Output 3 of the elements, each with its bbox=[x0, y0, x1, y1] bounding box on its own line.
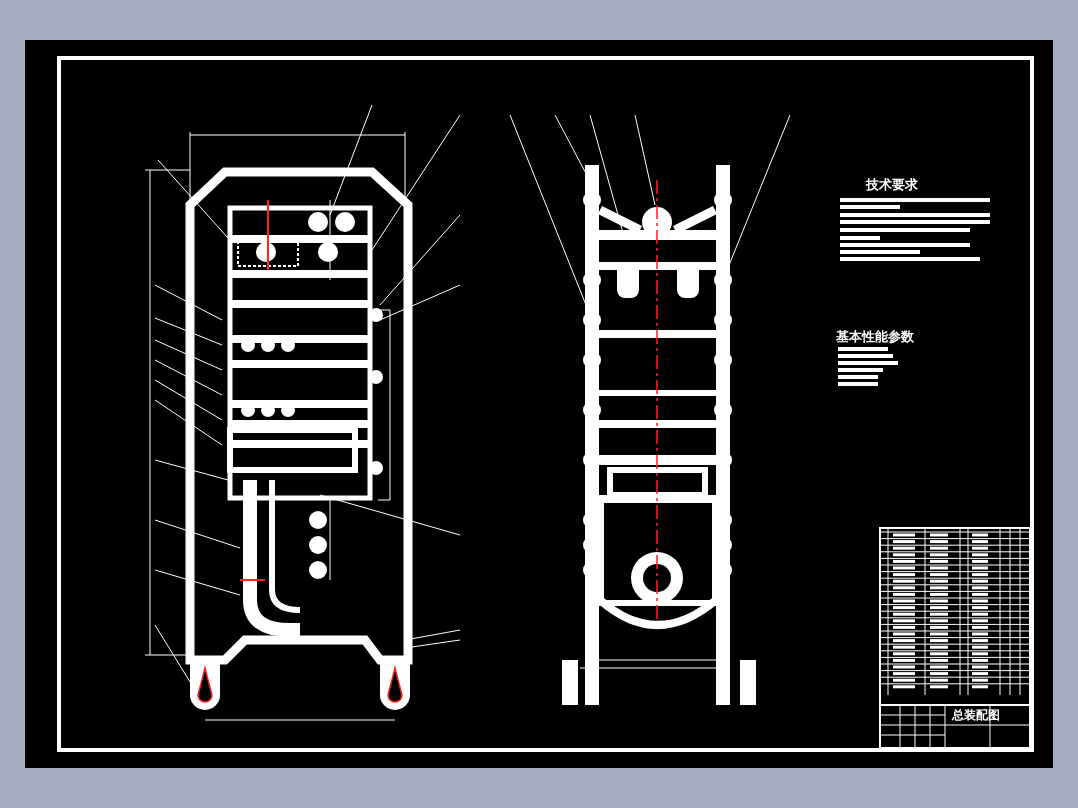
drawing-text: 技术要求 bbox=[866, 178, 918, 191]
drawing-text: 基本性能参数 bbox=[836, 330, 914, 343]
drawing-text: 总装配图 bbox=[952, 709, 1000, 721]
